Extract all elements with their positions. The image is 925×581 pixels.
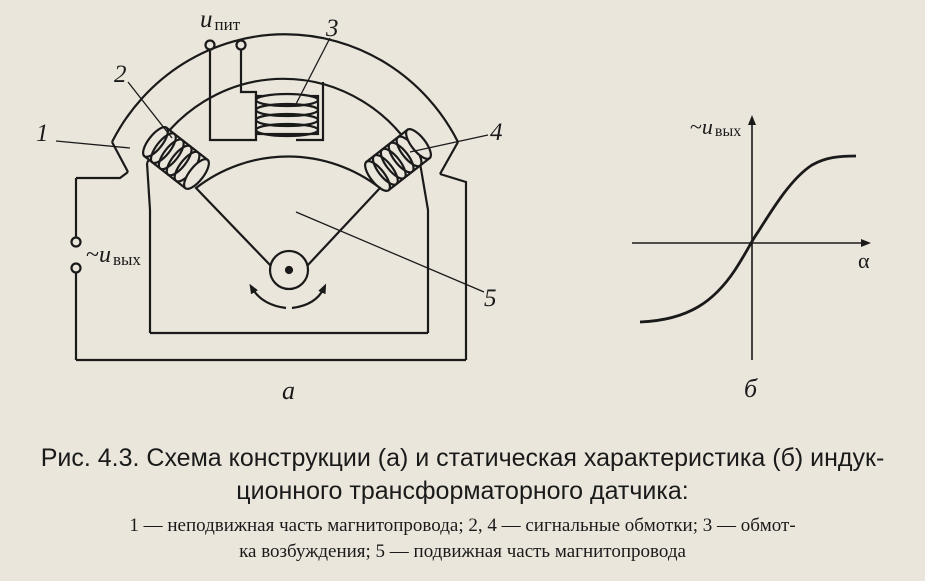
signal-coil-right	[364, 128, 432, 192]
label-4: 4	[490, 119, 503, 146]
signal-coil-left	[142, 126, 210, 190]
caption-line-3: 1 — неподвижная часть магнитопровода; 2,…	[129, 515, 796, 536]
stator-outer-arc	[111, 33, 459, 143]
caption-line-4: ка возбуждения; 5 — подвижная часть магн…	[239, 541, 686, 562]
excitation-limb	[208, 55, 258, 142]
leader-4	[409, 134, 489, 153]
output-sub: вых	[113, 250, 141, 269]
output-prefix: ~	[86, 242, 99, 268]
stator-left-inner	[145, 162, 152, 333]
label-5: 5	[484, 285, 497, 312]
supply-u: u	[200, 6, 213, 33]
part-a-label: а	[282, 376, 295, 405]
excitation-limb-right	[296, 82, 325, 142]
supply-terminal-right	[235, 39, 247, 51]
leader-3	[295, 37, 331, 105]
supply-sub: пит	[215, 15, 241, 34]
stator-right-leg	[439, 172, 468, 360]
stator-inner-arc	[146, 77, 421, 164]
supply-terminal-left	[204, 39, 216, 51]
stator-right-end	[439, 141, 459, 175]
rotation-arrow-right	[291, 283, 327, 310]
characteristic-graph	[632, 115, 871, 360]
stator-left-leg	[76, 171, 129, 180]
leader-5	[295, 211, 485, 293]
excitation-coil	[254, 92, 320, 138]
output-terminal-bottom	[70, 262, 82, 274]
graph-ylabel-u: u	[702, 114, 713, 139]
leader-2	[127, 81, 173, 139]
label-2: 2	[114, 61, 127, 88]
graph-ylabel-sub: вых	[715, 123, 741, 140]
graph-xlabel: α	[858, 248, 870, 273]
transducer-diagram	[55, 33, 489, 362]
leader-1	[55, 140, 131, 149]
output-terminal-top	[70, 236, 82, 248]
stator-right-inner	[418, 162, 430, 333]
rotation-arrow-left	[249, 283, 287, 310]
rotor-pivot	[284, 265, 294, 275]
characteristic-curve	[639, 154, 857, 324]
graph-ylabel-prefix: ~	[690, 114, 702, 139]
stator-core	[74, 33, 468, 362]
caption-line-1: Рис. 4.3. Схема конструкции (а) и статич…	[40, 444, 885, 472]
label-1: 1	[36, 120, 49, 147]
caption-line-2: ционного трансформаторного датчика:	[236, 477, 689, 505]
part-b-label: б	[744, 374, 758, 403]
rotor-sector	[194, 155, 382, 267]
label-3: 3	[325, 15, 339, 42]
output-u: u	[99, 242, 111, 268]
